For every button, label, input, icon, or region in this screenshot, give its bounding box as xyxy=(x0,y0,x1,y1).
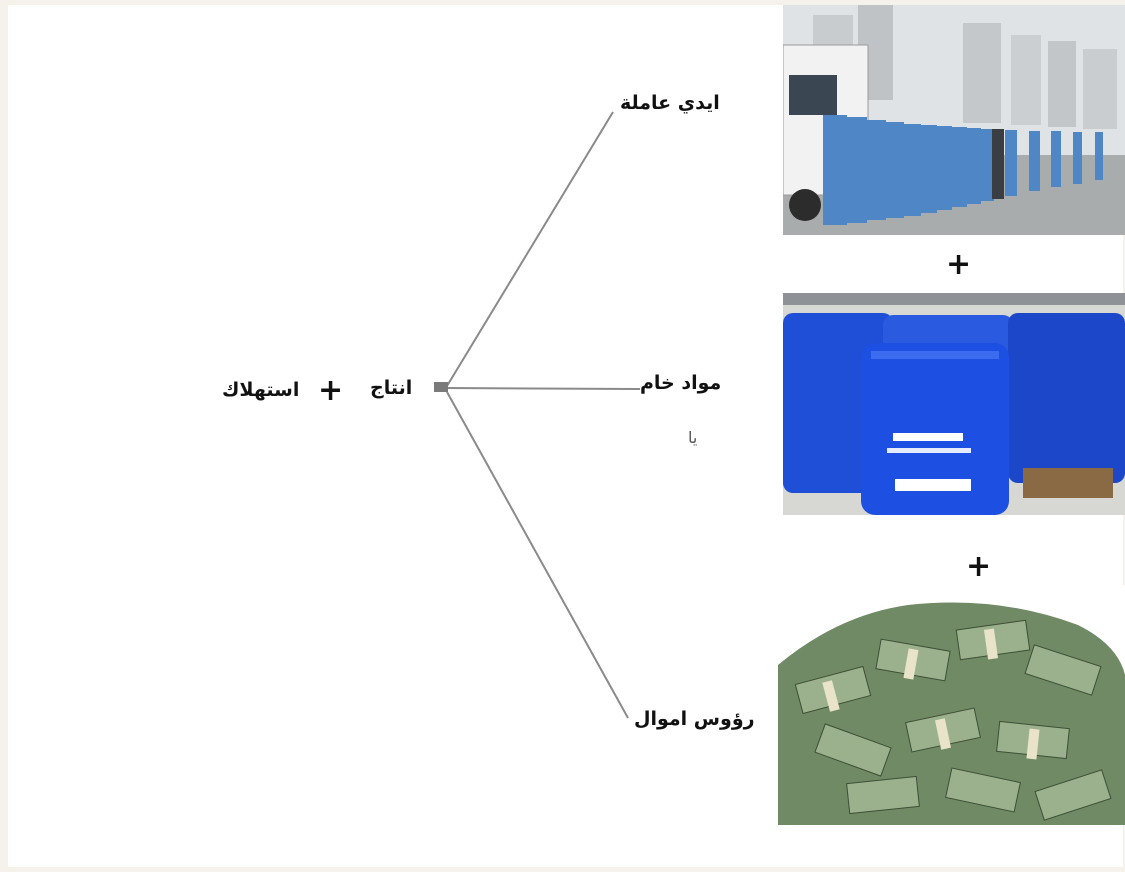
plus-sign-2: + xyxy=(966,549,992,584)
production-node-marker xyxy=(434,382,448,392)
connector-to-capital xyxy=(446,391,629,719)
consumption-label: استهلاك xyxy=(222,379,300,401)
barrels-photo xyxy=(783,293,1125,515)
stray-note: يا xyxy=(688,428,698,447)
money-photo xyxy=(778,585,1125,825)
plus-sign-1: + xyxy=(946,247,972,282)
workers-photo xyxy=(783,5,1125,235)
connector-to-labor xyxy=(446,111,614,387)
capital-label: رؤوس اموال xyxy=(634,708,755,730)
plus-sign-root: + xyxy=(318,373,344,408)
raw-materials-label: مواد خام xyxy=(640,372,722,394)
production-label: انتاج xyxy=(370,377,413,399)
labor-label: ايدي عاملة xyxy=(620,92,720,114)
connector-to-raw-materials xyxy=(446,387,641,390)
